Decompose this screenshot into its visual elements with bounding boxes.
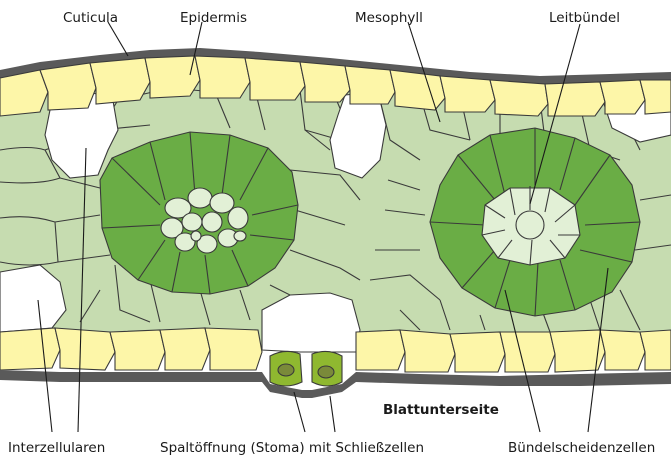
leader-cuticula <box>108 22 128 56</box>
label-spaltoeffnung: Spaltöffnung (Stoma) mit Schließzellen <box>160 440 424 456</box>
label-interzellularen: Interzellularen <box>8 440 105 456</box>
label-blattunterseite: Blattunterseite <box>383 402 499 418</box>
label-leitbuendel: Leitbündel <box>549 10 620 26</box>
label-buendelscheidenzellen: Bündelscheidenzellen <box>508 440 655 456</box>
leader-stoma-2 <box>330 396 335 432</box>
label-cuticula: Cuticula <box>63 10 118 26</box>
guard-cells <box>270 351 342 386</box>
vascular-bundle-right <box>430 128 640 316</box>
vascular-bundle-left <box>100 132 298 294</box>
label-epidermis: Epidermis <box>180 10 247 26</box>
intercellular-space-stoma <box>262 293 360 352</box>
label-mesophyll: Mesophyll <box>355 10 423 26</box>
bundle-sheath-left <box>100 132 298 294</box>
